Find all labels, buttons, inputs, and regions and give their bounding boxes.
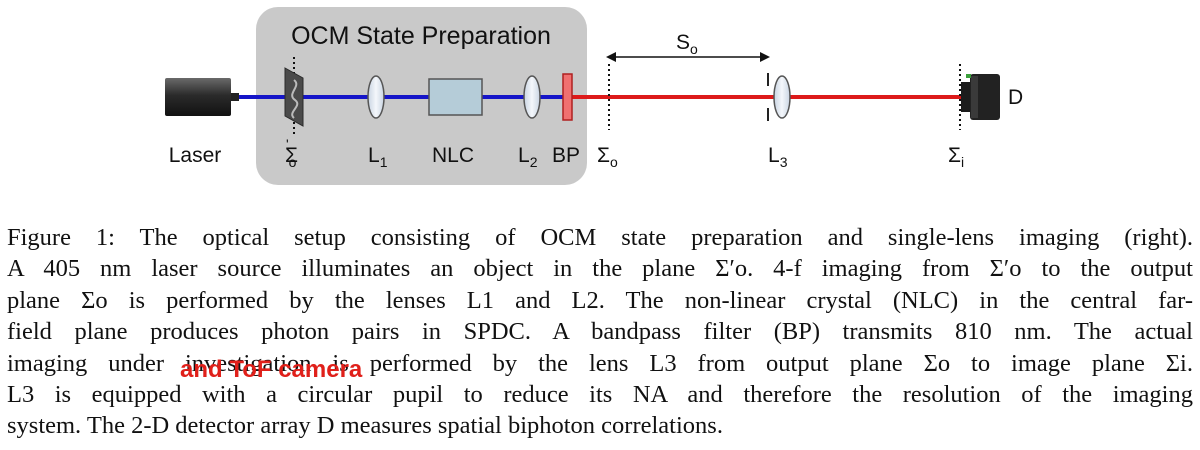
overlay-annotation: and ToF camera	[180, 356, 363, 383]
label-detector: D	[1008, 86, 1023, 109]
label-bandpass: BP	[552, 144, 580, 167]
distance-label: So	[676, 31, 698, 57]
detector-camera	[961, 74, 1000, 120]
lens-l3	[767, 73, 791, 121]
object-mask	[284, 57, 304, 136]
optical-setup-diagram: OCM State Preparation So	[0, 0, 1200, 205]
figure-caption: Figure 1: The optical setup consisting o…	[7, 222, 1193, 442]
caption-line-6: L3 is equipped with a circular pupil to …	[7, 380, 1193, 408]
state-preparation-title: OCM State Preparation	[291, 22, 551, 50]
caption-line-5: imaging under investigation is performed…	[7, 349, 1193, 377]
distance-arrow	[606, 52, 770, 62]
nonlinear-crystal	[428, 78, 483, 116]
label-output-plane: Σo	[597, 144, 618, 170]
caption-line-2: A 405 nm laser source illuminates an obj…	[7, 255, 1193, 283]
label-object-plane: Σ'o	[285, 136, 298, 170]
label-l3: L3	[768, 144, 788, 170]
label-nlc: NLC	[432, 144, 474, 167]
lens-l1	[367, 75, 385, 119]
laser-source	[165, 78, 239, 116]
lens-l2	[523, 75, 541, 119]
bandpass-filter	[562, 73, 573, 121]
caption-line-3: plane Σo is performed by the lenses L1 a…	[7, 286, 1193, 314]
caption-line-4: field plane produces photon pairs in SPD…	[7, 318, 1193, 346]
caption-line-1: Figure 1: The optical setup consisting o…	[7, 224, 1193, 251]
caption-line-7: system. The 2-D detector array D measure…	[7, 412, 723, 440]
label-image-plane: Σi	[948, 144, 964, 170]
label-laser: Laser	[169, 144, 222, 167]
